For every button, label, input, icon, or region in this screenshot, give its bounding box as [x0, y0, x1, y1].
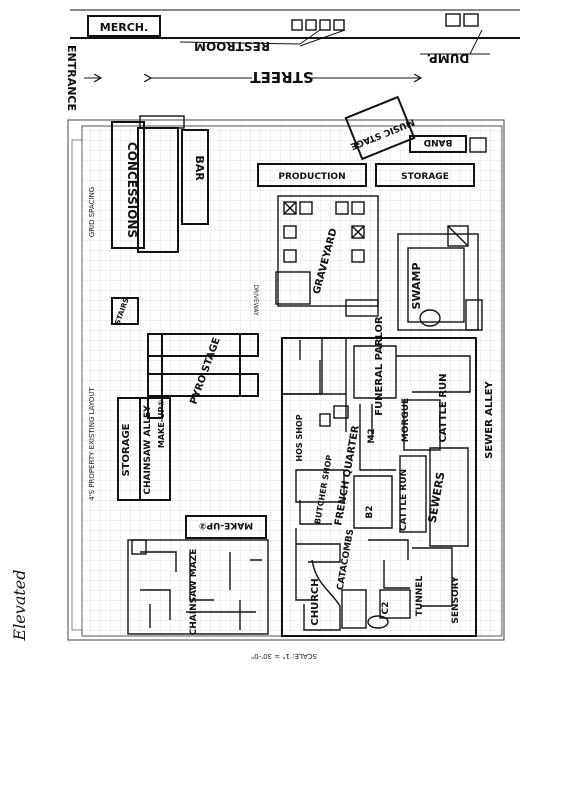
bar-box: [181, 129, 209, 225]
b2-label: B2: [365, 505, 375, 518]
hos-shop-label: HOS SHOP: [295, 414, 304, 461]
merch-label: MERCH.: [100, 21, 148, 34]
make-up-1-label: MAKE-UP①: [157, 400, 166, 448]
cattle-run-1-label: CATTLE RUN: [438, 373, 449, 442]
chainsaw-alley-box: [139, 397, 171, 501]
concessions-label: CONCESSIONS: [125, 142, 139, 238]
merch-box: [87, 15, 161, 37]
c2-label: C2: [381, 602, 391, 615]
restroom-label: RESTROOM: [194, 39, 270, 53]
band-label: BAND: [424, 137, 453, 147]
funeral-parlor-label: FUNERAL PARLOR: [374, 316, 385, 416]
cattle-run-2-label: CATTLE RUN: [399, 469, 409, 531]
concessions-box: [111, 121, 145, 249]
scale-note: SCALE: 1" = 30'-0": [251, 652, 317, 660]
swamp-structure: [397, 225, 483, 331]
elevated-annotation: Elevated: [10, 560, 40, 650]
morgue-label: MORGUE: [401, 398, 411, 442]
make-up-2-box: [185, 515, 267, 539]
church-label: CHURCH: [310, 578, 321, 625]
main-building: [281, 337, 477, 637]
production-label: PRODUCTION: [278, 172, 345, 182]
grid-spacing-label: GRID SPACING: [88, 187, 96, 237]
driveway-label: DRIVEWAY: [252, 284, 259, 316]
street-label: STREET: [250, 68, 314, 86]
chainsaw-alley-label: CHAINSAW ALLEY: [143, 405, 153, 495]
concessions-inner: [137, 127, 179, 253]
elevated-label: Elevated: [10, 570, 29, 642]
entrance-label: ENTRANCE: [65, 45, 78, 111]
chainsaw-maze: [127, 539, 269, 635]
stairs-box: [111, 297, 139, 325]
storage-left-label: STORAGE: [121, 423, 132, 476]
property-grid: [81, 125, 503, 637]
storage-top-label: STORAGE: [401, 172, 449, 182]
property-frame: [67, 119, 505, 641]
m2-label: M2: [367, 428, 377, 443]
sensory-label: SENSORY: [451, 576, 461, 624]
existing-layout-label: 4'S PROPERTY EXISTING LAYOUT: [88, 387, 96, 501]
sewer-alley-label: SEWER ALLEY: [484, 380, 495, 458]
pyro-stage: [147, 333, 259, 419]
chainsaw-maze-label: CHAINSAW MAZE: [189, 549, 199, 636]
make-up-2-label: MAKE-UP②: [199, 520, 253, 530]
bar-label: BAR: [193, 155, 206, 181]
storage-top-box: [375, 163, 475, 187]
graveyard-structure: [275, 195, 379, 317]
production-box: [257, 163, 367, 187]
swamp-label: SWAMP: [410, 262, 423, 309]
band-box: [409, 135, 467, 153]
dump-label: DUMP.: [427, 51, 470, 65]
tunnel-label: TUNNEL: [415, 576, 425, 617]
